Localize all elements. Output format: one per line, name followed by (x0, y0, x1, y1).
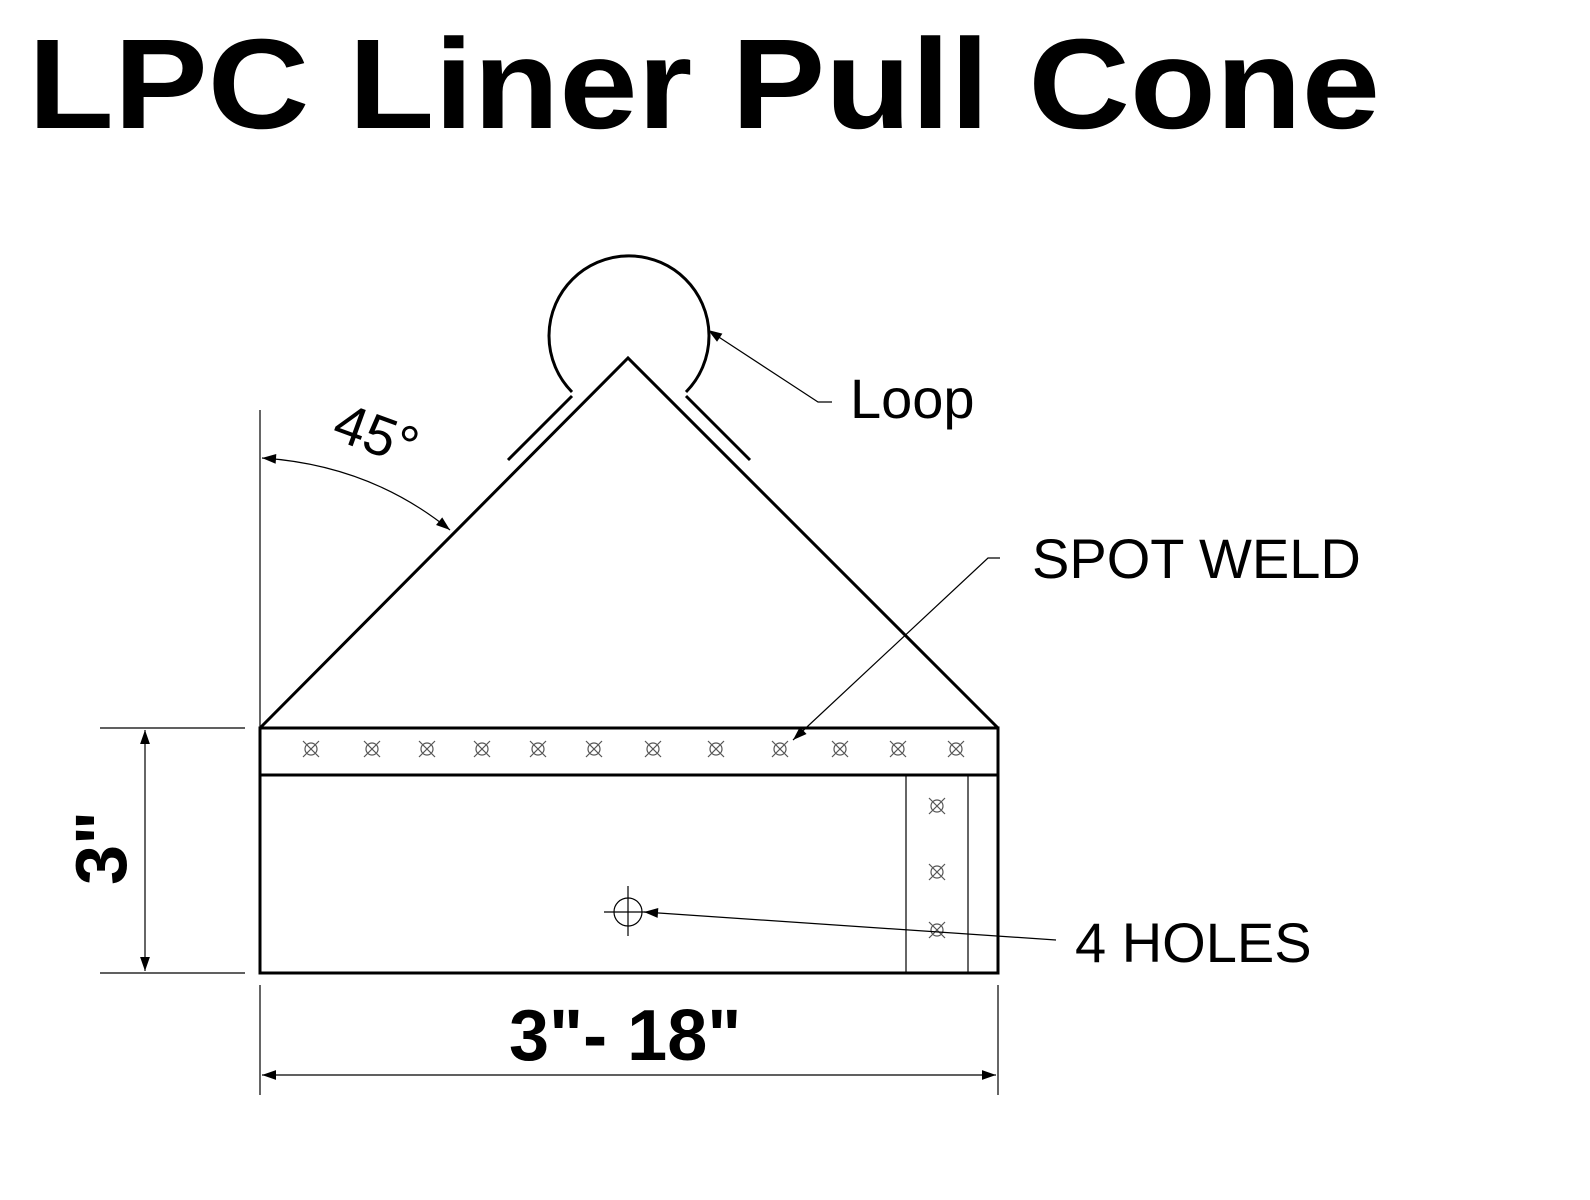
drawing-title: LPC Liner Pull Cone (28, 13, 1380, 156)
spot-weld-mark (947, 740, 965, 758)
hole (604, 886, 652, 936)
spot-weld-mark (302, 740, 320, 758)
angle-label: 45° (326, 390, 427, 478)
spot-weld-mark (831, 740, 849, 758)
spot-weld-mark (707, 740, 725, 758)
spot-weld-mark (928, 797, 946, 815)
spot-weld-label: SPOT WELD (1032, 527, 1361, 590)
spot-welds (302, 740, 965, 939)
spot-weld-mark (644, 740, 662, 758)
width-label: 3"- 18" (509, 996, 741, 1076)
spot-weld-mark (363, 740, 381, 758)
holes-leader: 4 HOLES (643, 908, 1312, 974)
spot-weld-mark (928, 921, 946, 939)
spot-weld-mark (529, 740, 547, 758)
holes-label: 4 HOLES (1075, 911, 1312, 974)
angle-dimension: 45° (259, 390, 451, 728)
spot-weld-mark (585, 740, 603, 758)
loop-leader: Loop (707, 329, 975, 430)
height-dimension: 3" (62, 727, 245, 974)
spot-weld-mark (928, 863, 946, 881)
height-label: 3" (62, 811, 142, 885)
spot-weld-mark (889, 740, 907, 758)
loop-label: Loop (850, 367, 975, 430)
width-dimension: 3"- 18" (259, 985, 999, 1095)
spot-weld-mark (418, 740, 436, 758)
spot-weld-mark (473, 740, 491, 758)
cone-body (258, 355, 1000, 975)
spot-weld-leader: SPOT WELD (792, 527, 1361, 741)
spot-weld-mark (771, 740, 789, 758)
